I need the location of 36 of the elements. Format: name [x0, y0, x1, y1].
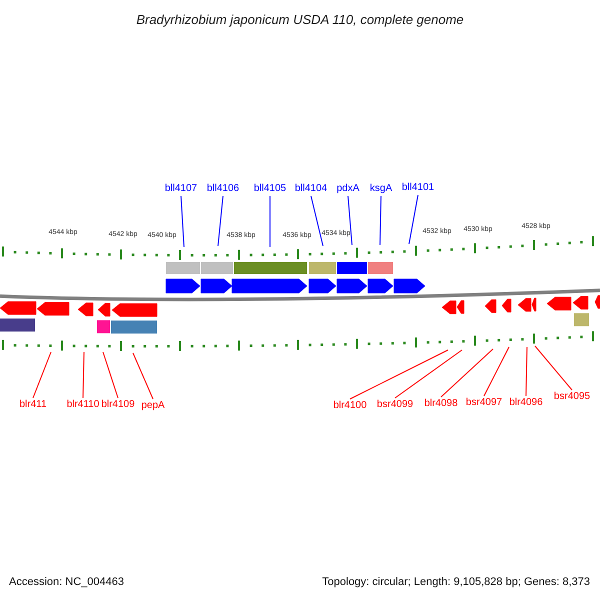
accession-text: Accession: NC_004463: [9, 575, 124, 590]
leader-line: [32, 352, 52, 398]
leader-line: [380, 196, 382, 246]
gene-label: pepA: [141, 400, 165, 412]
leader-line: [348, 196, 352, 246]
gene-label: blr4096: [509, 397, 543, 409]
gene-label: bll4107: [164, 183, 198, 195]
leader-line: [484, 346, 510, 396]
gene-label: bll4104: [294, 183, 328, 195]
gene-label: bsr4097: [466, 397, 502, 409]
leader-line: [310, 196, 324, 246]
leader-line: [132, 352, 154, 400]
gene-label: pdxA: [336, 183, 360, 195]
gene-label: bsr4095: [554, 391, 590, 403]
leader-line: [180, 196, 184, 248]
leader-line: [102, 352, 118, 398]
gene-label: blr4110: [66, 399, 100, 411]
gene-label: bll4106: [206, 183, 240, 195]
leader-line: [394, 350, 462, 398]
leader-line: [350, 350, 448, 400]
leader-line: [82, 352, 84, 398]
gene-label: bll4101: [402, 182, 434, 194]
gene-label: blr4100: [333, 400, 367, 412]
leader-line: [408, 194, 418, 244]
title: Bradyrhizobium japonicum USDA 110, complete genome: [136, 11, 464, 29]
gene-label: bll4105: [254, 183, 286, 195]
gene-label: ksgA: [370, 183, 392, 195]
leader-line: [218, 196, 224, 246]
genome-summary-text: Topology: circular; Length: 9,105,828 bp; Genes: 8,373: [322, 575, 590, 590]
gene-label: bsr4099: [376, 399, 414, 411]
gene-label: blr4109: [101, 399, 135, 411]
leader-line: [440, 348, 494, 398]
gene-label: blr4098: [424, 398, 458, 410]
gene-label: blr411: [19, 399, 47, 411]
leader-line: [534, 346, 572, 390]
leader-line: [526, 346, 528, 396]
